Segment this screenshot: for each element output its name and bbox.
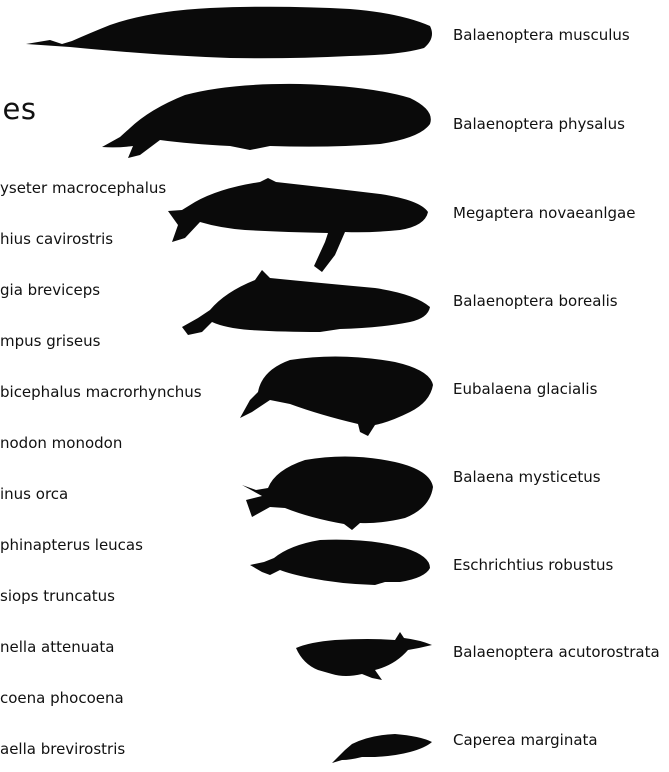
minke-whale-silhouette xyxy=(296,632,432,680)
gray-whale-silhouette xyxy=(250,540,430,585)
bowhead-whale-silhouette xyxy=(242,456,433,530)
fin-whale-silhouette xyxy=(102,84,431,158)
sei-whale-silhouette xyxy=(182,270,430,335)
humpback-whale-silhouette xyxy=(168,178,428,272)
pygmy-right-whale-silhouette xyxy=(332,734,432,763)
right-whale-silhouette xyxy=(240,356,433,436)
blue-whale-silhouette xyxy=(26,7,432,59)
